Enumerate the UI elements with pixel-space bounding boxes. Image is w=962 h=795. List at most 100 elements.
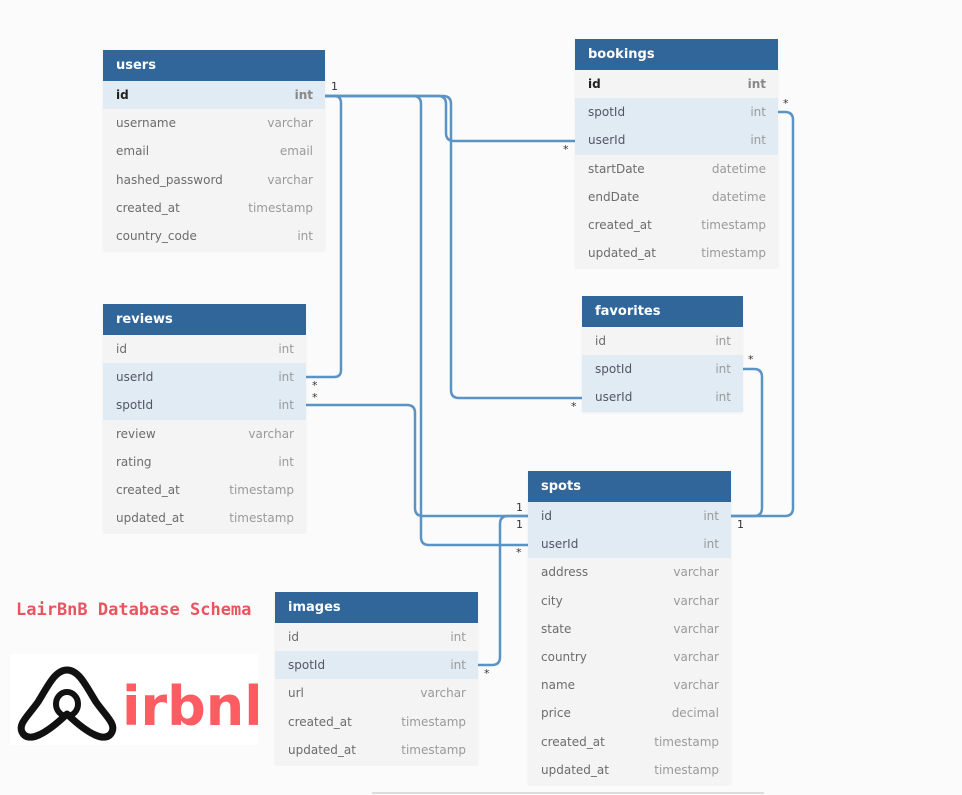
field-name: id bbox=[288, 630, 299, 644]
field-type: int bbox=[294, 88, 313, 102]
cardinality-label-spots-id-images: 1 bbox=[516, 518, 523, 531]
field-type: int bbox=[703, 537, 719, 552]
table-spots-header[interactable]: spots bbox=[528, 471, 731, 502]
field-name: startDate bbox=[588, 161, 645, 176]
field-type: timestamp bbox=[229, 482, 294, 497]
table-images-header[interactable]: images bbox=[275, 592, 478, 623]
table-row[interactable]: name varchar bbox=[528, 671, 731, 700]
table-favorites-header[interactable]: favorites bbox=[582, 296, 743, 327]
field-type: int bbox=[278, 398, 294, 413]
field-type: int bbox=[450, 630, 466, 644]
field-name: email bbox=[116, 144, 150, 159]
cardinality-label-reviews-userid: * bbox=[312, 379, 318, 392]
divider bbox=[372, 792, 764, 794]
field-name: created_at bbox=[588, 217, 652, 232]
cardinality-label-bookings-userid: * bbox=[563, 143, 569, 156]
table-row[interactable]: spotId int bbox=[582, 355, 743, 384]
table-row[interactable]: spotId int bbox=[103, 391, 306, 420]
field-name: updated_at bbox=[116, 511, 184, 526]
field-name: updated_at bbox=[288, 742, 356, 757]
field-type: varchar bbox=[267, 116, 313, 131]
table-bookings-header[interactable]: bookings bbox=[575, 39, 778, 70]
table-row[interactable]: id int bbox=[275, 623, 478, 652]
relation-line-spots-images-spotid bbox=[478, 514, 528, 667]
cardinality-label-users-id: 1 bbox=[331, 80, 338, 93]
field-type: int bbox=[715, 334, 731, 348]
field-name: spotId bbox=[595, 362, 633, 377]
field-type: varchar bbox=[673, 565, 719, 580]
cardinality-label-favorites-spotid: * bbox=[748, 353, 754, 366]
table-row[interactable]: userId int bbox=[582, 383, 743, 412]
table-row[interactable]: country varchar bbox=[528, 642, 731, 672]
logo-text: irbnb bbox=[122, 675, 258, 738]
field-name: userId bbox=[595, 390, 633, 405]
table-users-header[interactable]: users bbox=[103, 50, 325, 81]
table-favorites[interactable]: favorites id int spotId int userId int bbox=[582, 296, 743, 412]
field-type: varchar bbox=[673, 621, 719, 636]
field-name: spotId bbox=[116, 398, 154, 413]
cardinality-label-reviews-spotid: * bbox=[312, 391, 318, 404]
field-name: country bbox=[541, 649, 587, 664]
field-type: varchar bbox=[673, 678, 719, 693]
field-type: timestamp bbox=[248, 200, 313, 215]
field-name: country_code bbox=[116, 228, 197, 243]
table-row[interactable]: username varchar bbox=[103, 109, 325, 138]
field-type: varchar bbox=[267, 172, 313, 187]
field-name: spotId bbox=[588, 105, 626, 120]
table-row[interactable]: created_at timestamp bbox=[575, 210, 778, 240]
field-name: name bbox=[541, 678, 576, 693]
field-type: varchar bbox=[673, 649, 719, 664]
field-name: created_at bbox=[541, 734, 605, 749]
field-name: id bbox=[595, 334, 606, 348]
field-type: timestamp bbox=[701, 217, 766, 232]
field-type: decimal bbox=[671, 706, 719, 721]
field-type: int bbox=[450, 658, 466, 673]
relation-line-users-bookings-userid bbox=[325, 94, 575, 143]
field-name: id bbox=[116, 342, 127, 356]
field-type: int bbox=[715, 390, 731, 405]
table-row[interactable]: id int bbox=[582, 327, 743, 356]
cardinality-label-bookings-spotid: * bbox=[783, 97, 789, 110]
cardinality-label-images-spotid: * bbox=[484, 667, 490, 680]
airbnb-logo: irbnb bbox=[10, 654, 283, 745]
table-reviews-header[interactable]: reviews bbox=[103, 304, 306, 335]
field-name: userId bbox=[116, 370, 154, 385]
field-type: int bbox=[715, 362, 731, 377]
field-name: username bbox=[116, 116, 176, 131]
field-type: timestamp bbox=[654, 762, 719, 777]
